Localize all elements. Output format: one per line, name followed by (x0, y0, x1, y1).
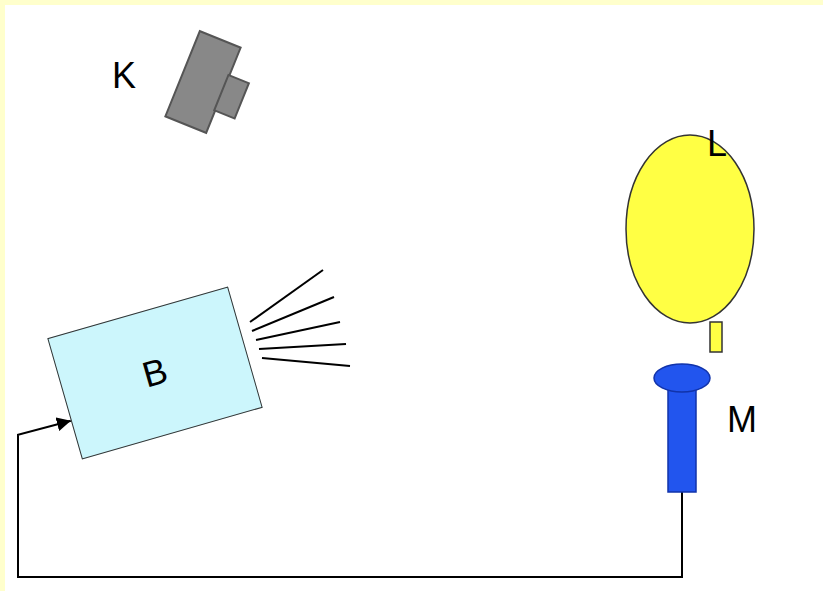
emission-lines (250, 270, 350, 366)
microphone: M (652, 362, 777, 492)
camera-symbol (165, 31, 260, 141)
node-label: M (727, 402, 757, 438)
balloon: L (625, 134, 755, 356)
node-label: B (138, 352, 171, 393)
microphone-shape (652, 362, 777, 492)
balloon-shape (625, 134, 755, 356)
node-label: L (707, 126, 727, 162)
part-label: K (112, 58, 136, 94)
